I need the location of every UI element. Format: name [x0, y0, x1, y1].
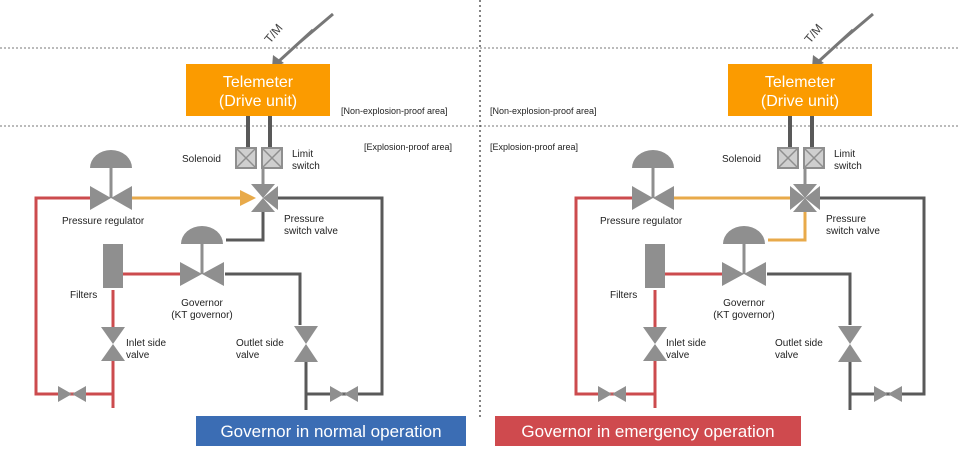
panel-normal: [Non-explosion-proof area] [Explosion-pr…: [34, 12, 466, 446]
filter-unit-right: [645, 244, 665, 288]
filters-label: Filters: [70, 290, 97, 301]
filter-unit: [103, 244, 123, 288]
filters-label-right: Filters: [610, 290, 637, 301]
solenoid-box: [235, 147, 257, 169]
pressure-regulator-valve-right: [632, 150, 674, 210]
pressure-switch-valve: [251, 168, 278, 212]
inlet-side-valve-label-2-right: valve: [666, 350, 690, 361]
signal-pipe: [132, 190, 256, 206]
normal-caption: Governor in normal operation: [220, 422, 441, 441]
inlet-bypass-valve: [58, 386, 86, 402]
solenoid-label: Solenoid: [182, 154, 221, 165]
tm-signal-icon: [276, 12, 334, 64]
panel-emergency: [Non-explosion-proof area] [Explosion-pr…: [490, 12, 926, 446]
solenoid-label-right: Solenoid: [722, 154, 761, 165]
explosion-proof-label: [Explosion-proof area]: [364, 142, 452, 152]
inlet-side-valve-label-right: Inlet side: [666, 338, 706, 349]
pressure-regulator-valve: [90, 150, 132, 210]
outlet-side-valve: [294, 326, 318, 362]
limit-switch-label-right: Limit: [834, 149, 855, 160]
normal-caption-box: [196, 416, 466, 446]
non-explosion-proof-label: [Non-explosion-proof area]: [341, 106, 448, 116]
pressure-switch-valve-label-2-right: switch valve: [826, 226, 880, 237]
inlet-side-valve-right: [643, 327, 667, 361]
governor-valve: [180, 226, 224, 286]
solenoid-box-right: [777, 147, 799, 169]
telemeter-box: [186, 64, 330, 116]
inlet-bypass-valve-right: [598, 386, 626, 402]
telemeter-subtitle-right: (Drive unit): [761, 93, 839, 110]
governor-label-2: (KT governor): [171, 310, 233, 321]
inlet-pipe: [34, 196, 180, 408]
outlet-side-valve-right: [838, 326, 862, 362]
inlet-side-valve-label: Inlet side: [126, 338, 166, 349]
pressure-switch-valve-label: Pressure: [284, 214, 324, 225]
outlet-side-valve-label-right: Outlet side: [775, 338, 823, 349]
outlet-bypass-valve-right: [874, 386, 902, 402]
inlet-side-valve: [101, 327, 125, 361]
governor-label: Governor: [181, 298, 223, 309]
outlet-bypass-valve: [330, 386, 358, 402]
telemeter-title: Telemeter: [223, 74, 294, 91]
pressure-switch-valve-label-2: switch valve: [284, 226, 338, 237]
tm-label: T/M: [262, 21, 286, 46]
non-explosion-proof-label-right: [Non-explosion-proof area]: [490, 106, 597, 116]
telemeter-title-right: Telemeter: [765, 74, 836, 91]
inlet-side-valve-label-2: valve: [126, 350, 150, 361]
pressure-regulator-label-right: Pressure regulator: [600, 216, 683, 227]
governor-label-2-right: (KT governor): [713, 310, 775, 321]
limit-switch-box: [261, 147, 283, 169]
limit-switch-box-right: [803, 147, 825, 169]
pressure-switch-valve-label-right: Pressure: [826, 214, 866, 225]
inlet-pipe-right: [574, 196, 722, 408]
limit-switch-label-2: switch: [292, 161, 320, 172]
emergency-caption-box: [495, 416, 801, 446]
tm-signal-icon-right: [816, 12, 874, 64]
limit-switch-label: Limit: [292, 149, 313, 160]
pressure-switch-valve-right: [790, 168, 820, 212]
outlet-side-valve-label-2: valve: [236, 350, 260, 361]
telemeter-box-right: [728, 64, 872, 116]
tm-label-right: T/M: [802, 21, 826, 46]
outlet-side-valve-label: Outlet side: [236, 338, 284, 349]
pressure-regulator-label: Pressure regulator: [62, 216, 145, 227]
explosion-proof-label-right: [Explosion-proof area]: [490, 142, 578, 152]
emergency-caption: Governor in emergency operation: [521, 422, 774, 441]
telemeter-subtitle: (Drive unit): [219, 93, 297, 110]
outlet-side-valve-label-2-right: valve: [775, 350, 799, 361]
signal-pipe-right: [674, 196, 807, 242]
governor-label-right: Governor: [723, 298, 765, 309]
limit-switch-label-2-right: switch: [834, 161, 862, 172]
governor-valve-right: [722, 226, 766, 286]
